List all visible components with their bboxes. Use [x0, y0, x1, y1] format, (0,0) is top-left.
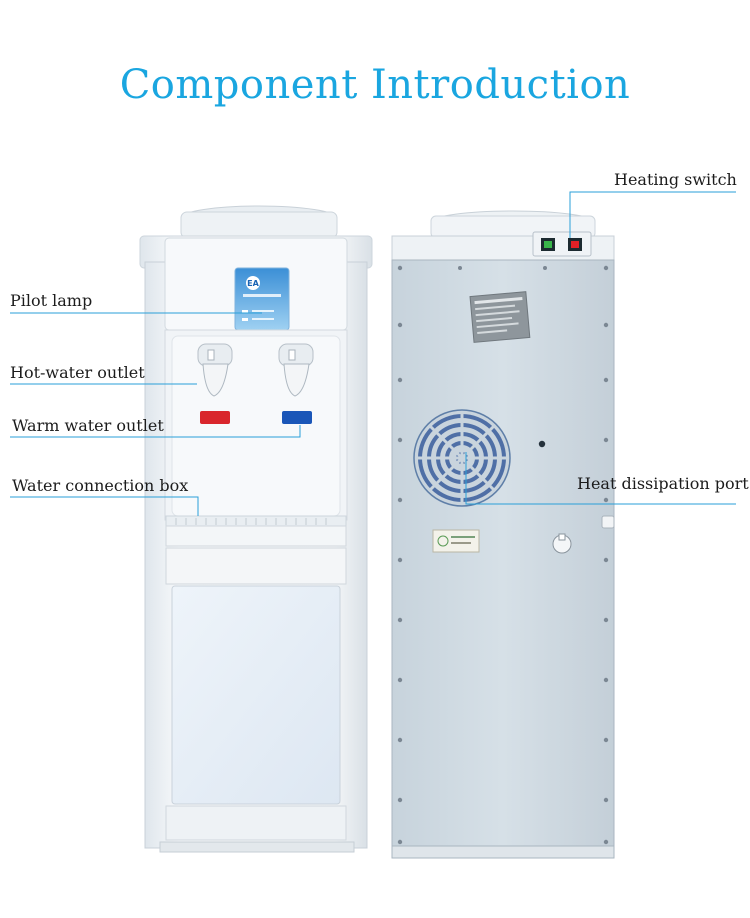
brand-logo-icon: EA — [243, 276, 281, 297]
heat-dissipation-leader — [465, 452, 736, 505]
heat-dissipation-port-label: Heat dissipation port — [577, 474, 749, 493]
warm-indicator — [282, 411, 312, 424]
back-water-dispenser — [391, 210, 615, 859]
warm-water-leader — [10, 425, 301, 438]
hot-water-tap — [197, 343, 233, 397]
heating-switch-leader — [569, 191, 736, 238]
hot-indicator — [200, 411, 230, 424]
rating-plate — [469, 291, 531, 343]
page-title: Component Introduction — [119, 62, 631, 108]
fan-grille-icon — [413, 409, 511, 507]
water-connection-box-label: Water connection box — [12, 476, 189, 495]
water-connection-leader — [10, 496, 199, 516]
warm-water-tap — [278, 343, 314, 397]
warm-water-outlet-label: Warm water outlet — [12, 416, 164, 435]
warning-sticker — [432, 529, 480, 553]
drain-knob — [552, 533, 572, 554]
rocker-switch-icon — [541, 238, 582, 251]
hot-water-outlet-label: Hot-water outlet — [10, 363, 145, 382]
pilot-lamp-label: Pilot lamp — [10, 291, 93, 310]
svg-text:EA: EA — [247, 279, 259, 288]
heating-switch-label: Heating switch — [614, 170, 737, 189]
pilot-lamp-indicators — [242, 310, 274, 321]
front-water-dispenser: EA — [139, 205, 373, 853]
